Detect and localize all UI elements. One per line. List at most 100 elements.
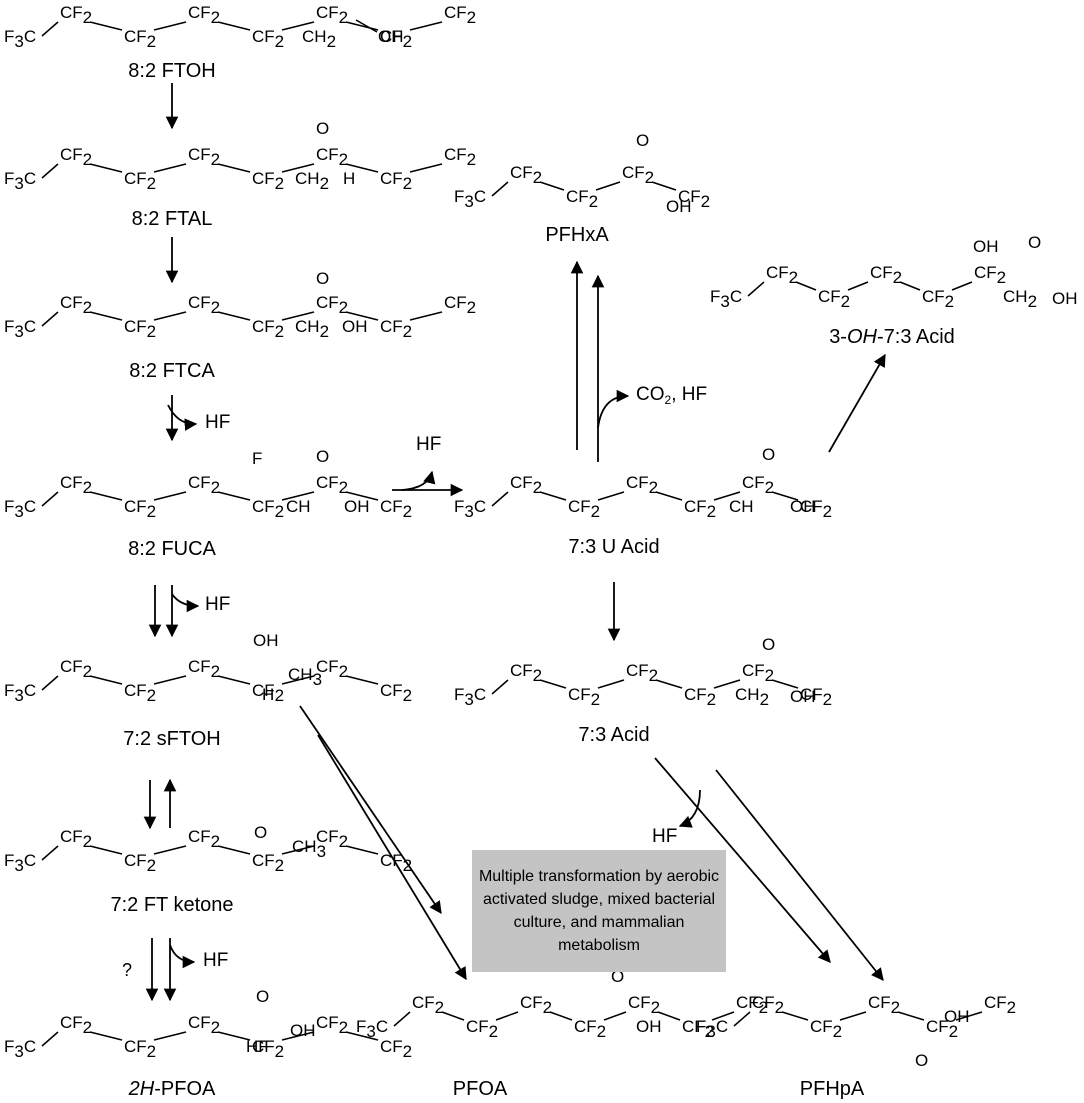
oh73-bond-4 bbox=[899, 281, 921, 291]
transformation-note: Multiple transformation by aerobic activ… bbox=[472, 850, 726, 972]
fuca-f3c: F3C bbox=[4, 497, 36, 521]
pfoa2h-bond-5 bbox=[281, 1031, 315, 1041]
arrow-73-acid-to-pfhpa-b bbox=[715, 769, 884, 981]
oh73-bond-5 bbox=[951, 281, 973, 291]
pfoa2h-cf2-2: CF2 bbox=[124, 1037, 156, 1061]
ftca-bond-6 bbox=[345, 311, 379, 321]
pfoa-bond-7 bbox=[711, 1011, 735, 1021]
pfoa-cf2-2: CF2 bbox=[466, 1017, 498, 1041]
pfoa2h-oh: OH bbox=[290, 1021, 316, 1040]
label-3-oh-suffix: -7:3 Acid bbox=[876, 326, 955, 348]
label-pfoa: PFOA bbox=[452, 1078, 508, 1100]
fuca-cf2-2: CF2 bbox=[124, 497, 156, 521]
ftal-cf2-2: CF2 bbox=[124, 169, 156, 193]
acid73-cf2-1: CF2 bbox=[510, 661, 542, 685]
pfhpa-cf2-3: CF2 bbox=[868, 993, 900, 1017]
ftal-cf2-5: CF2 bbox=[316, 145, 348, 169]
pfoa-bond-2 bbox=[441, 1011, 465, 1021]
fuca-cf2-5: CF2 bbox=[316, 473, 348, 497]
ftca-f3c: F3C bbox=[4, 317, 36, 341]
ketone-cf2-4: CF2 bbox=[252, 851, 284, 875]
fuca-bond-4 bbox=[217, 491, 251, 501]
pfhpa-oh: OH bbox=[944, 1007, 970, 1026]
uncertain-step-mark: ? bbox=[122, 960, 133, 980]
label-7-3-u-acid: 7:3 U Acid bbox=[568, 536, 660, 558]
arrow-sftoh-to-pfoa-a bbox=[299, 705, 442, 915]
uacid-cf2-1: CF2 bbox=[510, 473, 542, 497]
ketone-cf2-2: CF2 bbox=[124, 851, 156, 875]
sftoh-bond-4 bbox=[217, 675, 251, 685]
uacid-bond-1 bbox=[491, 491, 509, 507]
arrow-u-acid-to-3-oh-acid bbox=[828, 353, 886, 453]
acid73-bond-1 bbox=[491, 679, 509, 695]
ketone-bond-5 bbox=[281, 845, 315, 855]
pfhxa-bond-1 bbox=[491, 181, 509, 197]
pfhpa-bond-5 bbox=[955, 1011, 983, 1021]
label-7-3-acid: 7:3 Acid bbox=[578, 724, 650, 746]
ketone-o: O bbox=[254, 823, 267, 842]
uacid-bond-6 bbox=[771, 491, 799, 501]
fuca-ch: CH bbox=[286, 497, 311, 516]
oh73-cf2-2: CF2 bbox=[818, 287, 850, 311]
acid73-ch2: CH2 bbox=[735, 685, 769, 709]
pfoa-cf2-5: CF2 bbox=[628, 993, 660, 1017]
acid73-cf2-2: CF2 bbox=[568, 685, 600, 709]
fuca-o: O bbox=[316, 447, 329, 466]
fuca-bond-3 bbox=[153, 491, 187, 501]
label-8-2-ftoh: 8:2 FTOH bbox=[128, 60, 216, 82]
ftca-bond-1 bbox=[41, 311, 59, 327]
ftca-o: O bbox=[316, 269, 329, 288]
oh73-cf2-5: CF2 bbox=[974, 263, 1006, 287]
label-2h-pfoa-prefix: 2H bbox=[128, 1078, 155, 1100]
ftal-bond-6 bbox=[345, 163, 379, 173]
pfhpa-o: O bbox=[915, 1051, 928, 1070]
acid73-bond-4 bbox=[655, 679, 683, 689]
ftoh-bond-4 bbox=[217, 21, 251, 31]
uacid-cf2-5: CF2 bbox=[742, 473, 774, 497]
pfhpa-cf2-2: CF2 bbox=[810, 1017, 842, 1041]
pfoa-cf2-3: CF2 bbox=[520, 993, 552, 1017]
ketone-f3c: F3C bbox=[4, 851, 36, 875]
oh73-bond-1 bbox=[747, 281, 765, 297]
byproduct-hf-3: HF bbox=[203, 950, 229, 971]
ftca-cf2-5: CF2 bbox=[316, 293, 348, 317]
ftal-bond-4 bbox=[217, 163, 251, 173]
arrow-hf-release-3 bbox=[169, 944, 196, 969]
acid73-bond-2 bbox=[539, 679, 567, 689]
pfoa-bond-5 bbox=[603, 1011, 627, 1021]
pfoa2h-bond-3 bbox=[153, 1031, 187, 1041]
pfoa-bond-1 bbox=[393, 1011, 411, 1027]
byproduct-hf-1: HF bbox=[205, 412, 231, 433]
fuca-cf2-1: CF2 bbox=[60, 473, 92, 497]
ftoh-cf2-3: CF2 bbox=[188, 3, 220, 27]
uacid-o: O bbox=[762, 445, 775, 464]
pfhxa-bond-4 bbox=[651, 181, 677, 191]
ketone-bond-6 bbox=[345, 845, 379, 855]
uacid-cf2-2: CF2 bbox=[568, 497, 600, 521]
ftal-f3c: F3C bbox=[4, 169, 36, 193]
ftoh-oh: OH bbox=[378, 27, 404, 46]
sftoh-oh: OH bbox=[253, 631, 279, 650]
oh73-oh-top: OH bbox=[973, 237, 999, 256]
ftoh-bond-2 bbox=[89, 21, 123, 31]
ftal-bond-2 bbox=[89, 163, 123, 173]
pfhpa-bond-4 bbox=[897, 1011, 925, 1021]
ftca-bond-3 bbox=[153, 311, 187, 321]
sftoh-cf2-6: CF2 bbox=[380, 681, 412, 705]
byproduct-hf-5: HF bbox=[652, 826, 678, 847]
pfoa2h-bond-4 bbox=[217, 1031, 251, 1041]
label-2h-pfoa-name: -PFOA bbox=[154, 1078, 216, 1100]
pfoa2h-hf: HF bbox=[246, 1037, 269, 1056]
pfoa-bond-4 bbox=[549, 1011, 573, 1021]
ftca-cf2-2: CF2 bbox=[124, 317, 156, 341]
pfoa2h-bond-6 bbox=[345, 1031, 379, 1041]
fuca-cf2-6: CF2 bbox=[380, 497, 412, 521]
ftca-bond-5 bbox=[281, 311, 315, 321]
pfhpa-bond-2 bbox=[781, 1011, 809, 1021]
sftoh-bond-5 bbox=[281, 675, 315, 685]
ftal-h: H bbox=[343, 169, 355, 188]
ftca-ch2: CH2 bbox=[295, 317, 329, 341]
ftca-bond-2 bbox=[89, 311, 123, 321]
pfhpa-f3c: F3C bbox=[696, 1017, 728, 1041]
sftoh-bond-1 bbox=[41, 675, 59, 691]
